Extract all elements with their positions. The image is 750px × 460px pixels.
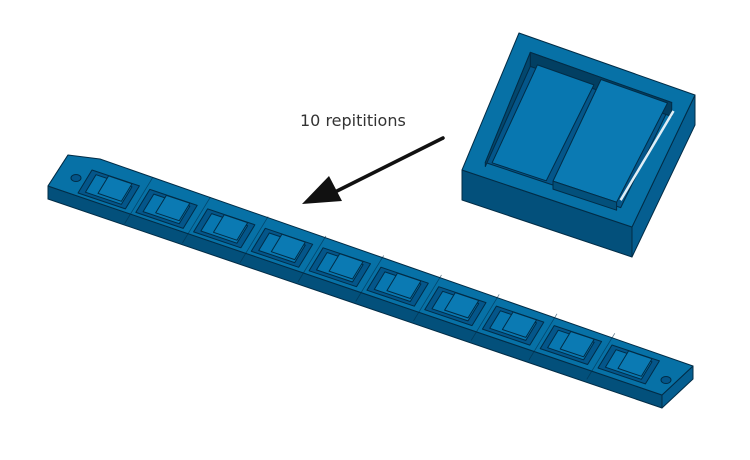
module-slider-edge [552,180,618,211]
strip-slider-4 [270,233,306,261]
strip-slider-9 [559,331,595,358]
strip-slider-7 [444,292,480,319]
single-module [461,32,696,258]
mounting-hole-right [660,376,672,384]
module-gap-highlight [619,110,675,201]
strip-slider-8 [501,311,537,338]
module-cavity-left-wall [484,51,531,167]
strip-divider-7 [470,294,500,341]
strip-divider-3 [239,216,269,263]
strip-slider-2 [155,194,191,222]
strip-divider-4 [297,235,327,283]
strip-slider-1 [97,175,133,202]
strip-divider-8 [528,313,558,361]
strip-divider-6 [413,274,442,322]
repetition-arrow [302,136,445,204]
strip-divider-9 [586,333,616,380]
strip-slider-3 [213,214,249,241]
module-left-plate [491,64,595,182]
arrow-shaft [333,136,445,194]
arrow-head [302,176,342,204]
strip-slider-10 [617,350,653,377]
repeated-strip [47,154,694,409]
repetitions-label: 10 repititions [300,111,406,130]
strip-divider-1 [124,177,153,224]
mounting-hole-left [70,174,82,182]
strip-slider-5 [328,253,364,280]
strip-divider-5 [355,255,385,302]
strip-divider-2 [182,196,211,244]
strip-slider-6 [386,272,422,299]
